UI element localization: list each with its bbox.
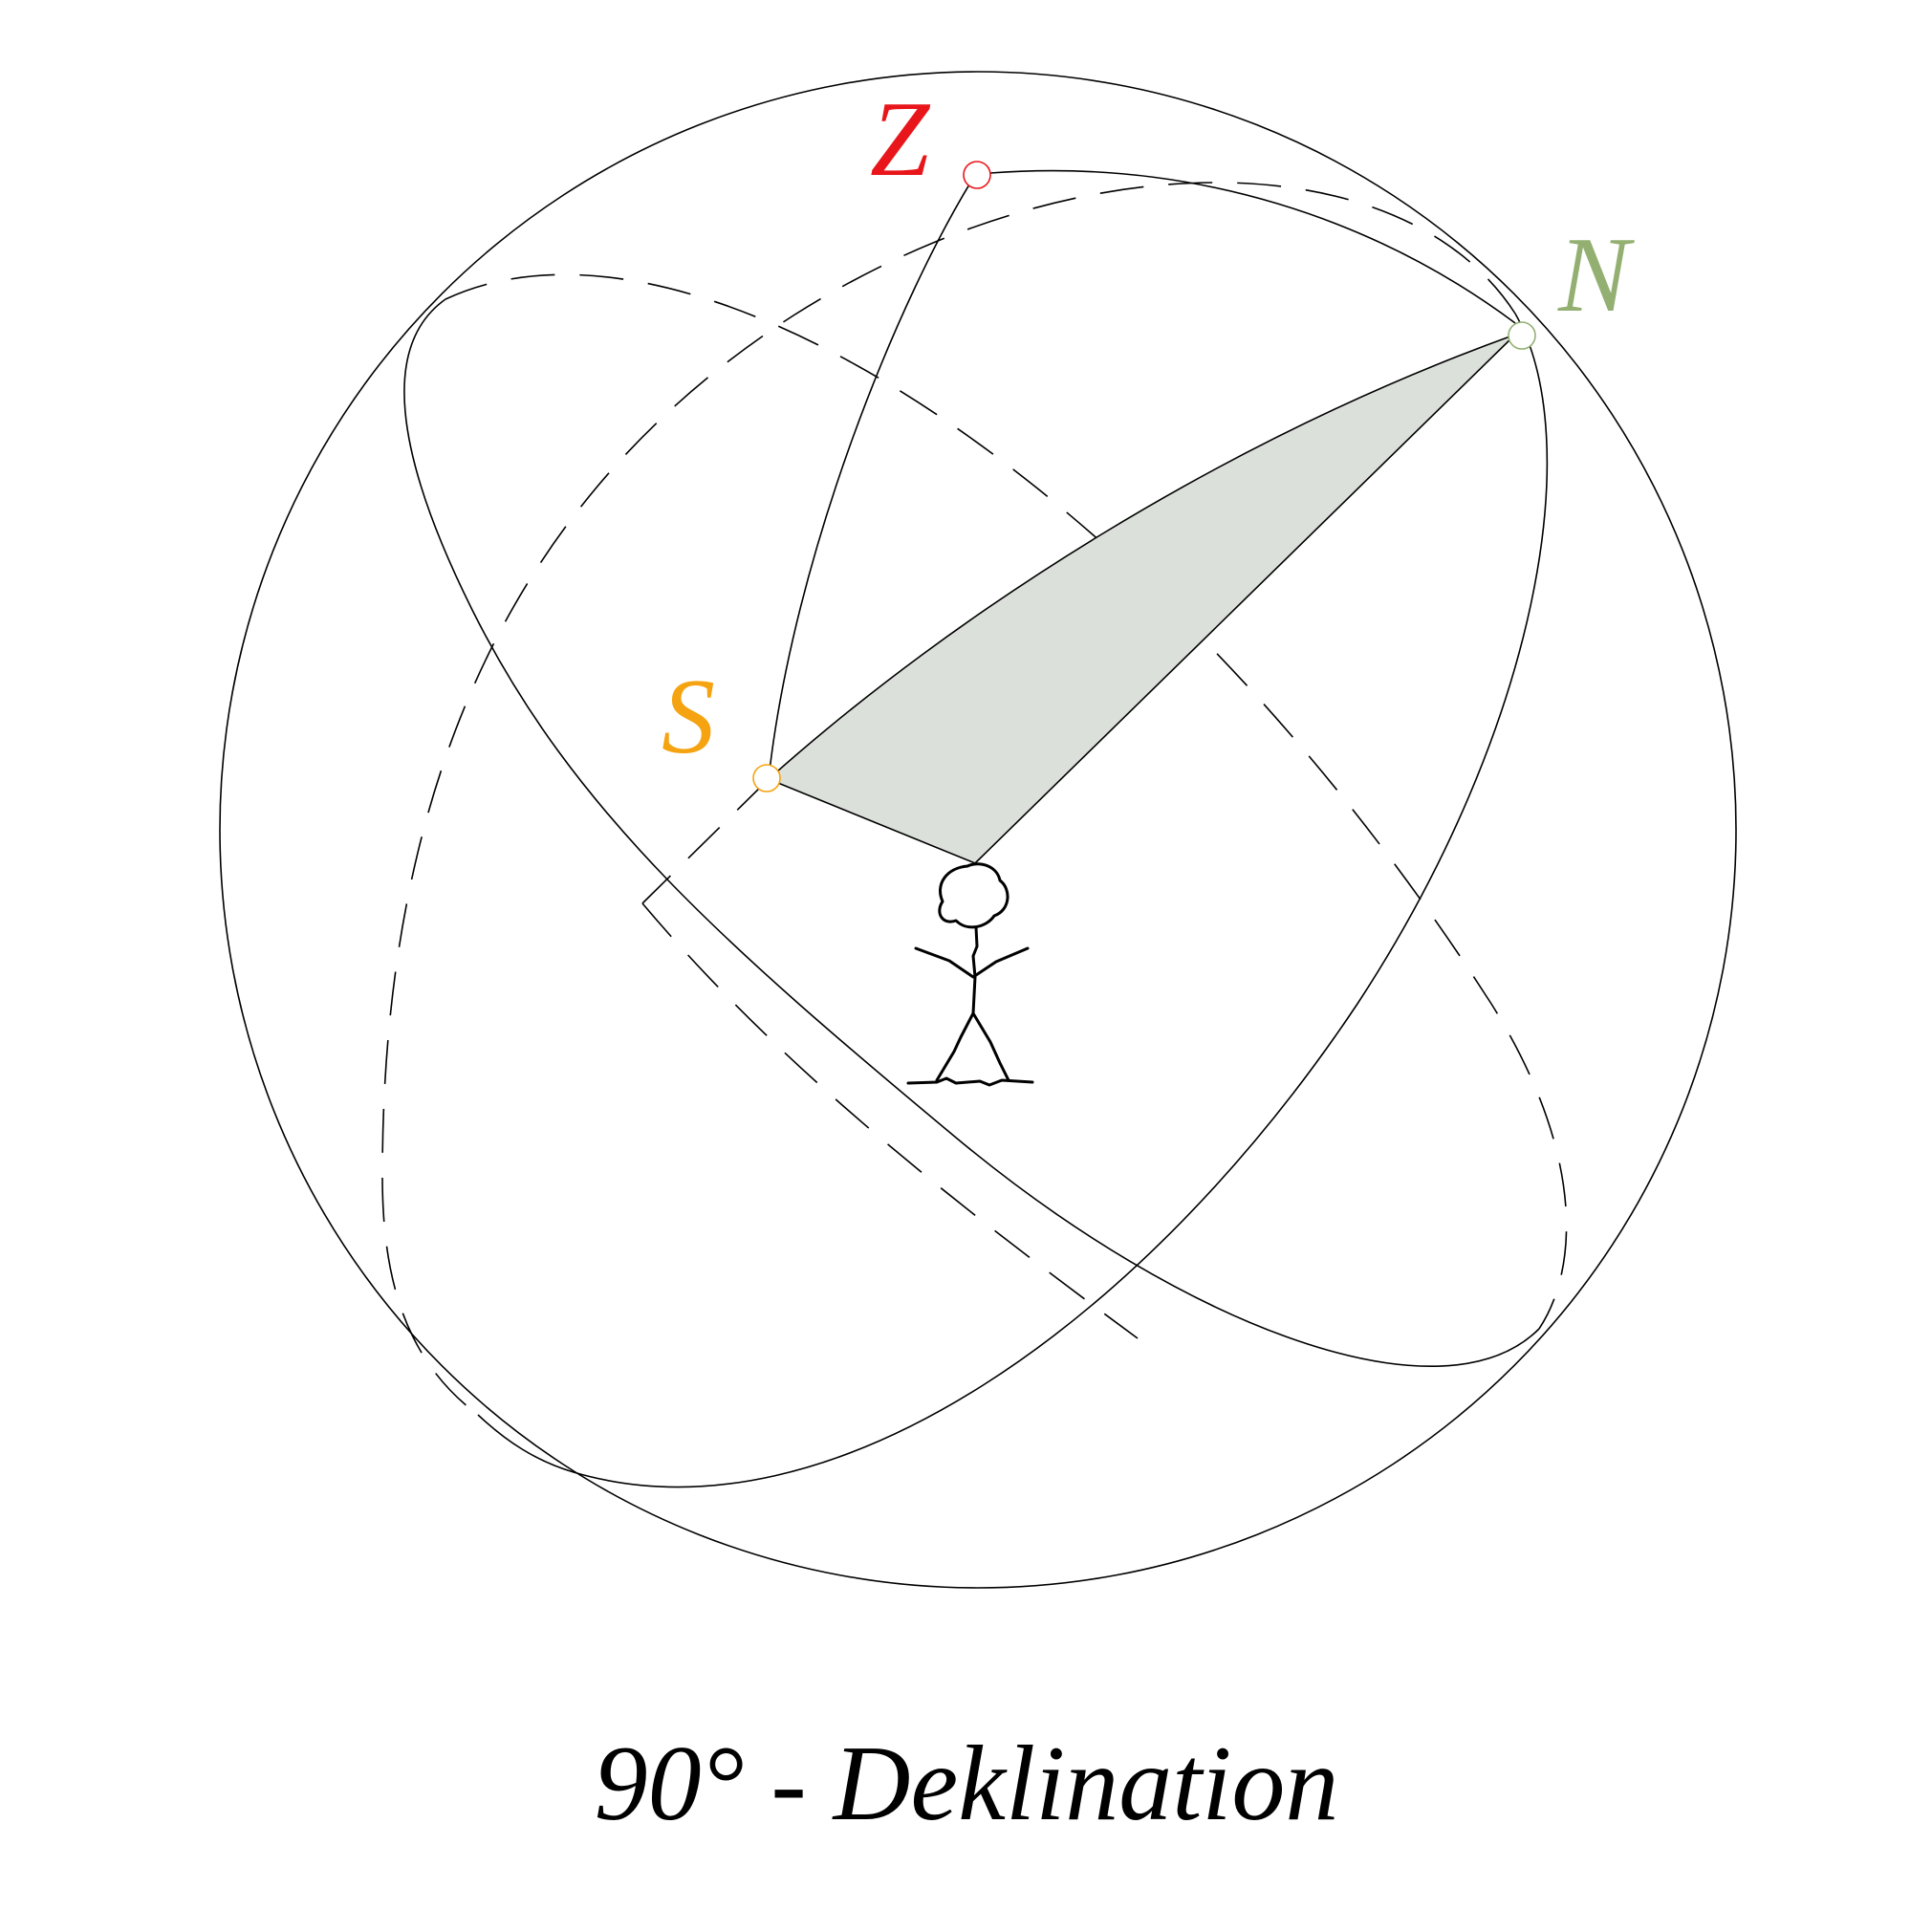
diagram-caption: 90° - Deklination: [595, 1725, 1339, 1843]
zenith-north-arc: [989, 169, 1516, 324]
observer-stick-figure: [906, 862, 1034, 1087]
observer-head: [938, 862, 1009, 929]
zenith-meridian-back: [641, 778, 770, 904]
zenith-meridian: [768, 171, 978, 780]
north-label: N: [1557, 216, 1635, 335]
zenith-label: Z: [870, 80, 931, 199]
observer-body: [971, 925, 979, 1015]
zenith-marker[interactable]: [963, 161, 991, 189]
observer-ground: [906, 1076, 1034, 1087]
great-circle-a-back: [445, 273, 1568, 1330]
polar-distance-triangle: [767, 334, 1516, 864]
great-circle-b-front: [477, 313, 1549, 1488]
star-label: S: [662, 658, 715, 776]
observer-horizon-line: [641, 902, 1139, 1339]
celestial-sphere-outline: [219, 71, 1737, 1589]
great-circle-a-front: [403, 298, 1540, 1367]
observer-arms: [914, 946, 1030, 979]
observer-legs: [935, 1011, 1010, 1082]
north-pole-marker[interactable]: [1508, 321, 1536, 350]
star-marker[interactable]: [752, 764, 781, 792]
great-circle-b-back: [381, 182, 1516, 1416]
